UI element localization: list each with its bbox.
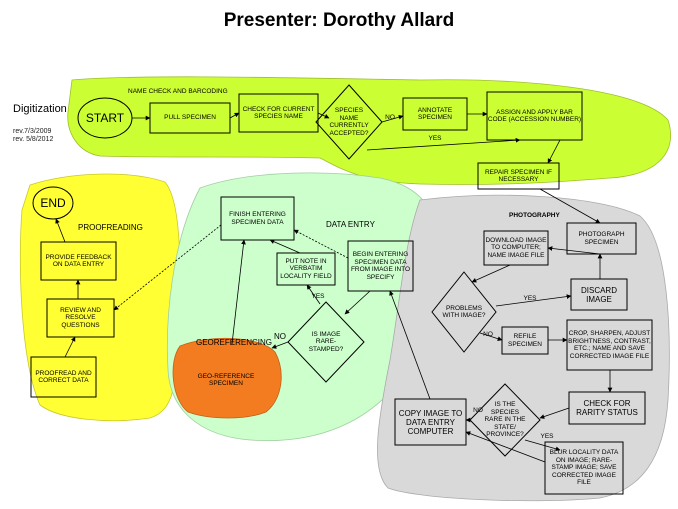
region-label-georeferencing: GEOREFERENCING [196,337,273,347]
feedback-label: PROVIDE FEEDBACK ON DATA ENTRY [45,253,112,269]
accepted-label: SPECIES NAME CURRENTLY ACCEPTED? [329,107,369,137]
stamped-label: IS IMAGE RARE-STAMPED? [308,330,344,353]
problems-label: PROBLEMS WITH IMAGE? [442,304,486,320]
proofread-label: PROOFREAD AND CORRECT DATA [35,369,92,385]
note-label: PUT NOTE IN VERBATIM LOCALITY FIELD [280,257,332,280]
end-label: END [40,195,66,210]
review-label: REVIEW AND RESOLVE QUESTIONS [60,306,101,329]
copy-label: COPY IMAGE TO DATA ENTRY COMPUTER [398,408,463,436]
revision-1: rev.7/3/2009 [13,128,52,135]
region-proofreading [19,173,181,422]
barcode-label: ASSIGN AND APPLY BAR CODE (ACCESSION NUM… [487,108,582,124]
edge-problems-discard-yes [495,294,572,307]
repair-box [477,162,560,190]
edge-label-yes-rare: YES [540,432,554,440]
problems-diamond [431,271,497,353]
edge-begin-stamped [344,290,371,315]
edge-label-no-accepted: NO [385,113,395,121]
edge-rare-blur-yes [524,439,561,452]
region-label-name-check: NAME CHECK AND BARCODING [128,88,228,96]
edge-finish-review [113,224,222,311]
edge-barcode-repair [547,139,561,164]
edge-label-yes-problems: YES [523,294,537,302]
edge-copy-begin [389,290,431,400]
edge-accepted-annotate [381,114,404,123]
region-label-proofreading: PROOFREADING [78,222,143,232]
check-label: CHECK FOR CURRENT SPECIES NAME [242,105,315,121]
rare-diamond [469,383,541,457]
accepted-diamond [315,84,383,160]
download-label: DOWNLOAD IMAGE TO COMPUTER; NAME IMAGE F… [485,236,547,259]
edge-proofread-review [64,336,76,358]
refile-label: REFILE SPECIMEN [508,333,542,348]
discard-label: DISCARD IMAGE [580,285,617,304]
region-name-check [67,76,672,185]
proofread-box [30,356,97,398]
edge-stamped-geo-no [271,341,289,349]
blur-label: BLUR LOCALITY DATA ON IMAGE; RARE-STAMP … [549,449,619,487]
region-label-photography: PHOTOGRAPHY [509,212,560,220]
edge-repair-photograph [539,188,601,224]
edge-note-finish [269,239,301,254]
edge-label-no-problems: NO [483,330,493,338]
edge-label-no-rare: NO [473,406,483,414]
edge-geo-finish [231,239,246,345]
rarity-label: CHECK FOR RARITY STATUS [576,399,638,417]
region-label-data-entry: DATA ENTRY [326,219,375,229]
edge-blur-copy [465,431,546,463]
pull-label: PULL SPECIMEN [164,114,216,122]
presenter-title: Presenter: Dorothy Allard [223,10,455,31]
finish-label: FINISH ENTERING SPECIMEN DATA [229,211,286,226]
start-label: START [85,110,125,125]
edge-label-yes-accepted: YES [428,134,442,142]
photograph-label: PHOTOGRAPH SPECIMEN [578,231,625,246]
begin-label: BEGIN ENTERING SPECIMEN DATA FROM IMAGE … [350,251,411,281]
edge-check-accepted [317,112,330,119]
blur-box [544,441,624,495]
edge-photograph-download [547,246,601,255]
repair-label: REPAIR SPECIMEN IF NECESSARY [484,168,553,184]
rare-label: IS THE SPECIES RARE IN THE STATE/ PROVIN… [484,401,526,439]
begin-box [347,240,414,292]
region-georeferencing [172,337,282,419]
edge-pull-check [229,112,240,119]
end-oval [32,186,74,220]
review-box [46,298,115,338]
edge-download-problems [471,264,511,283]
stamped-diamond [287,301,365,383]
edge-begin-finish [293,229,349,259]
edge-rarity-rare [539,407,570,419]
crop-label: CROP, SHARPEN, ADJUST BRIGHTNESS, CONTRA… [568,330,651,360]
edge-feedback-end [55,218,66,243]
edge-label-yes-stamped: YES [311,292,325,300]
finish-box [220,196,295,241]
edge-label-no-stamped: NO [274,331,286,341]
annotate-label: ANNOTATE SPECIMEN [417,106,453,122]
edge-accepted-barcode-yes [366,137,521,151]
geo-label: GEO-REFERENCE SPECIMEN [197,372,255,388]
note-box [276,252,336,286]
revision-dates: rev.7/3/2009 rev. 5/8/2012 [13,128,53,144]
crop-box [566,319,653,371]
edge-stamped-note-yes [306,284,321,305]
edge-problems-refile-no [479,332,503,341]
revision-2: rev. 5/8/2012 [13,136,54,143]
